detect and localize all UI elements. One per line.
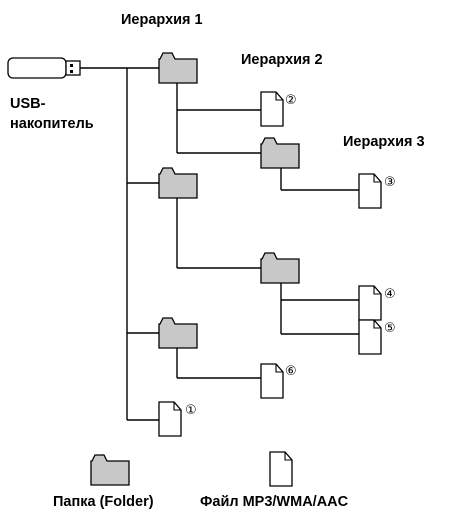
folder-icon bbox=[260, 252, 300, 284]
legend-file-label: Файл MP3/WMA/AAC bbox=[200, 494, 349, 510]
folder-icon bbox=[158, 167, 198, 199]
folder-icon bbox=[158, 317, 198, 349]
file-number-3: ③ bbox=[384, 175, 396, 190]
hierarchy-3-label: Иерархия 3 bbox=[343, 134, 425, 150]
folder-icon bbox=[260, 137, 300, 169]
usb-label-line1: USB- bbox=[10, 96, 46, 112]
file-icon bbox=[260, 363, 284, 399]
folder-icon bbox=[158, 52, 198, 84]
tree-lines bbox=[80, 67, 360, 421]
file-icon bbox=[358, 319, 382, 355]
usb-label-line2: накопитель bbox=[10, 116, 94, 132]
file-icon bbox=[260, 91, 284, 127]
legend-folder-label: Папка (Folder) bbox=[53, 494, 154, 510]
hierarchy-1-label: Иерархия 1 bbox=[121, 12, 203, 28]
file-number-6: ⑥ bbox=[285, 364, 297, 379]
hierarchy-2-label: Иерархия 2 bbox=[241, 52, 323, 68]
file-number-5: ⑤ bbox=[384, 321, 396, 336]
usb-drive-icon bbox=[7, 57, 81, 79]
file-number-2: ② bbox=[285, 93, 297, 108]
file-number-4: ④ bbox=[384, 287, 396, 302]
file-number-1: ① bbox=[185, 403, 197, 418]
file-icon bbox=[358, 285, 382, 321]
legend-folder-icon bbox=[90, 454, 130, 486]
file-icon bbox=[158, 401, 182, 437]
legend-file-icon bbox=[269, 451, 293, 487]
file-icon bbox=[358, 173, 382, 209]
